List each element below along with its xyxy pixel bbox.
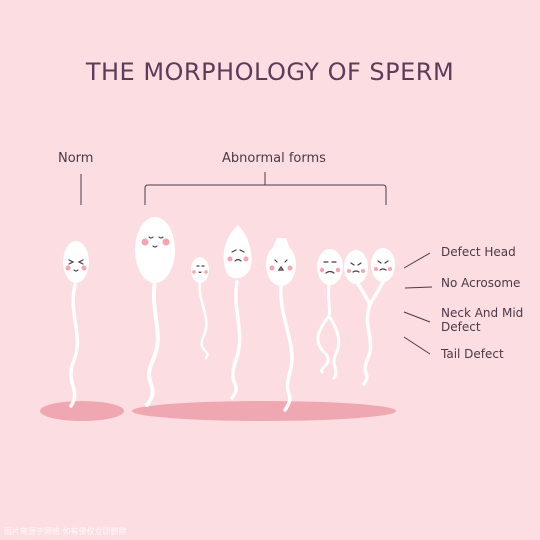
no-acrosome-sperm-tail: [279, 284, 294, 412]
no-acrosome-label: No Acrosome: [441, 276, 521, 290]
large-head-sperm-head: [135, 217, 175, 283]
defect-head-pointer: [403, 252, 431, 269]
double-head-right-head: [371, 248, 395, 282]
double-head-left-face: [350, 262, 362, 273]
abnormal-bracket: [144, 172, 387, 205]
pointed-head-sperm-head: [223, 225, 252, 279]
large-head-sperm-tail: [145, 278, 160, 407]
norm-sperm-tail: [69, 283, 80, 408]
small-head-face: [196, 265, 205, 274]
double-head-sperm-tail: [355, 280, 385, 386]
watermark-text: 图片来源于网络 如有侵权立即删除: [4, 527, 127, 536]
split-tail-sperm-head: [317, 249, 343, 285]
no-acrosome-pointer: [404, 286, 433, 289]
tail-defect-pointer: [403, 336, 431, 355]
defect-head-label: Defect Head: [441, 245, 516, 259]
split-tail-sperm-tail: [316, 283, 341, 380]
norm-sperm-head: [63, 241, 89, 283]
norm-sperm-face: [68, 259, 84, 272]
double-head-right-face: [377, 260, 389, 271]
small-head-sperm-head: [191, 257, 209, 283]
page-title: THE MORPHOLOGY OF SPERM: [85, 58, 455, 86]
norm-shadow: [40, 401, 124, 421]
abnormal-shadow: [132, 401, 396, 421]
neck-mid-defect-label: Neck And Mid Defect: [441, 306, 524, 334]
double-head-left-head: [344, 250, 368, 284]
abnormal-forms-label: Abnormal forms: [222, 151, 326, 166]
large-head-face: [148, 236, 164, 248]
small-head-sperm-tail: [198, 280, 209, 360]
pointed-head-face: [231, 249, 245, 262]
pointed-head-sperm-tail: [230, 280, 242, 400]
neck-mid-defect-pointer: [403, 311, 431, 323]
no-acrosome-face: [274, 259, 288, 271]
split-tail-face: [323, 261, 337, 274]
norm-label: Norm: [58, 151, 94, 166]
no-acrosome-sperm-head: [266, 244, 296, 286]
no-acrosome-sperm-cap: [272, 238, 290, 249]
tail-defect-label: Tail Defect: [441, 347, 504, 361]
